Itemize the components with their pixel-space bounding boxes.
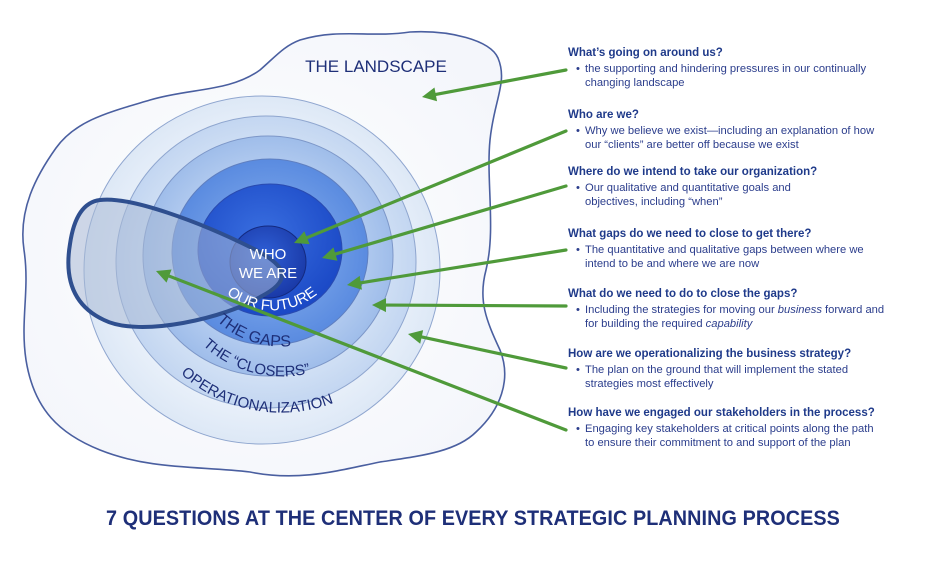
- question-emphasis: capability: [705, 318, 753, 330]
- question-text: for building the required: [585, 318, 706, 330]
- connector-arrow-7: [156, 269, 568, 432]
- arrow-layer: [156, 68, 568, 432]
- arrow-shaft: [420, 335, 568, 370]
- connector-arrow-5: [372, 298, 568, 313]
- question-description: • Engaging key stakeholders at critical p…: [568, 422, 940, 450]
- question-block-2: Who are we? • Why we believe we exist—inc…: [568, 108, 940, 152]
- question-emphasis: business: [777, 304, 822, 316]
- question-text: the supporting and hindering pressures i…: [585, 63, 867, 75]
- question-title: What’s going on around us?: [568, 47, 723, 59]
- question-text: strategies most effectively: [585, 378, 714, 390]
- bullet: •: [576, 182, 580, 194]
- question-text: Our qualitative and quantitative goals a…: [585, 182, 791, 194]
- bullet: •: [576, 125, 580, 137]
- arrow-shaft: [167, 274, 568, 432]
- question-title: Where do we intend to take our organizat…: [568, 166, 818, 178]
- bullet: •: [576, 304, 580, 316]
- question-text: our “clients” are better off because we …: [585, 139, 799, 151]
- question-title: How have we engaged our stakeholders in …: [568, 407, 875, 419]
- arrow-head: [294, 231, 310, 245]
- arrow-head: [347, 275, 362, 290]
- question-text: intend to be and where we are now: [585, 258, 760, 270]
- arrow-shaft: [384, 303, 568, 308]
- question-text: Engaging key stakeholders at critical po…: [585, 423, 874, 435]
- question-block-3: Where do we intend to take our organizat…: [568, 165, 940, 209]
- landscape-label: THE LANDSCAPE: [305, 57, 447, 76]
- bullet: •: [576, 423, 580, 435]
- question-description: • The quantitative and qualitative gaps b…: [568, 243, 940, 271]
- arrow-head: [372, 298, 387, 313]
- connector-arrow-1: [422, 68, 568, 102]
- who-we-are-label-2: WE ARE: [239, 265, 297, 282]
- arrow-shaft: [359, 248, 568, 285]
- question-block-1: What’s going on around us? • the supporti…: [568, 46, 940, 90]
- question-title: What gaps do we need to close to get the…: [568, 228, 812, 240]
- question-text: forward and: [821, 304, 885, 316]
- question-block-7: How have we engaged our stakeholders in …: [568, 406, 940, 450]
- bullet: •: [576, 63, 580, 75]
- connector-arrow-6: [408, 330, 568, 370]
- connector-arrow-3: [322, 184, 568, 261]
- arrow-shaft: [305, 129, 568, 240]
- question-text: Including the strategies for moving our: [585, 304, 778, 316]
- question-description: • Our qualitative and quantitative goals …: [568, 181, 940, 209]
- question-text: objectives, including “when”: [585, 196, 723, 208]
- question-text: changing landscape: [585, 77, 685, 89]
- who-we-are-label-1: WHO: [250, 246, 287, 263]
- stakeholder-lens: [66, 197, 284, 329]
- question-text: The plan on the ground that will impleme…: [585, 364, 849, 376]
- question-title: How are we operationalizing the business…: [568, 348, 852, 360]
- question-description: • Why we believe we exist—including an ex…: [568, 124, 940, 152]
- bullet: •: [576, 244, 580, 256]
- footer-title: 7 QUESTIONS AT THE CENTER OF EVERY STRAT…: [106, 506, 840, 530]
- question-description: • The plan on the ground that will implem…: [568, 363, 940, 391]
- bullet: •: [576, 364, 580, 376]
- question-description: • the supporting and hindering pressures …: [568, 62, 940, 90]
- arrow-head: [408, 330, 424, 344]
- arrow-head: [156, 269, 172, 283]
- question-text: to ensure their commitment to and suppor…: [585, 437, 851, 449]
- question-description: • Including the strategies for moving our…: [568, 303, 940, 331]
- arrow-head: [422, 87, 438, 102]
- arrow-shaft: [333, 184, 568, 256]
- question-block-4: What gaps do we need to close to get the…: [568, 227, 940, 271]
- question-title: Who are we?: [568, 109, 639, 121]
- connector-arrow-2: [294, 129, 568, 245]
- question-text: The quantitative and qualitative gaps be…: [585, 244, 864, 256]
- question-text: Why we believe we exist—including an exp…: [585, 125, 875, 137]
- arrow-shaft: [434, 68, 568, 97]
- question-block-5: What do we need to do to close the gaps?…: [568, 287, 940, 331]
- question-block-6: How are we operationalizing the business…: [568, 347, 940, 391]
- arrow-head: [322, 247, 338, 261]
- connector-arrow-4: [347, 248, 568, 290]
- question-title: What do we need to do to close the gaps?: [568, 288, 798, 300]
